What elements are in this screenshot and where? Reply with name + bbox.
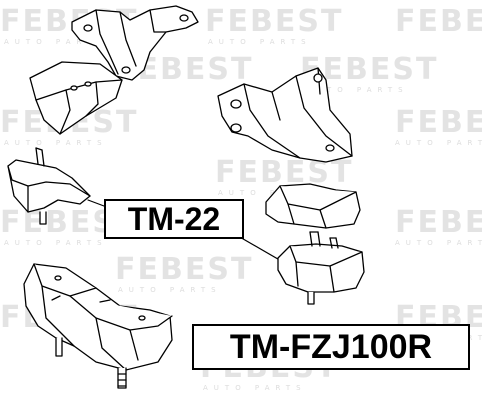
bracket-top — [71, 5, 199, 81]
watermark-tagline: AUTO PARTS — [395, 139, 482, 147]
watermark-tagline: AUTO PARTS — [203, 384, 307, 392]
watermark-tagline: AUTO PARTS — [208, 38, 312, 46]
watermark-tagline: AUTO PARTS — [4, 139, 108, 147]
watermark-brand: FEBEST — [395, 205, 482, 240]
watermark-brand: FEBEST — [395, 105, 482, 140]
wedge-pad-right — [265, 183, 361, 229]
wedge-pad-left — [29, 61, 123, 135]
watermark-tagline: AUTO PARTS — [4, 38, 108, 46]
part-label-tm-22: TM-22 — [104, 199, 244, 239]
watermark-brand: FEBEST — [205, 4, 344, 39]
watermark-brand: FEBEST — [395, 4, 482, 39]
transmission-mount — [23, 263, 173, 389]
part-label-tm-fzj100r: TM-FZJ100R — [192, 324, 470, 370]
engine-mount-right — [277, 231, 365, 305]
engine-mount-left — [7, 147, 91, 225]
watermark-tagline: AUTO PARTS — [305, 86, 409, 94]
bracket-right — [217, 67, 353, 163]
watermark-tagline: AUTO PARTS — [118, 286, 222, 294]
watermark-brand: FEBEST — [115, 252, 254, 287]
watermark-tagline: AUTO PARTS — [4, 239, 108, 247]
watermark-tagline: AUTO PARTS — [395, 239, 482, 247]
watermark-tagline: AUTO PARTS — [218, 189, 322, 197]
